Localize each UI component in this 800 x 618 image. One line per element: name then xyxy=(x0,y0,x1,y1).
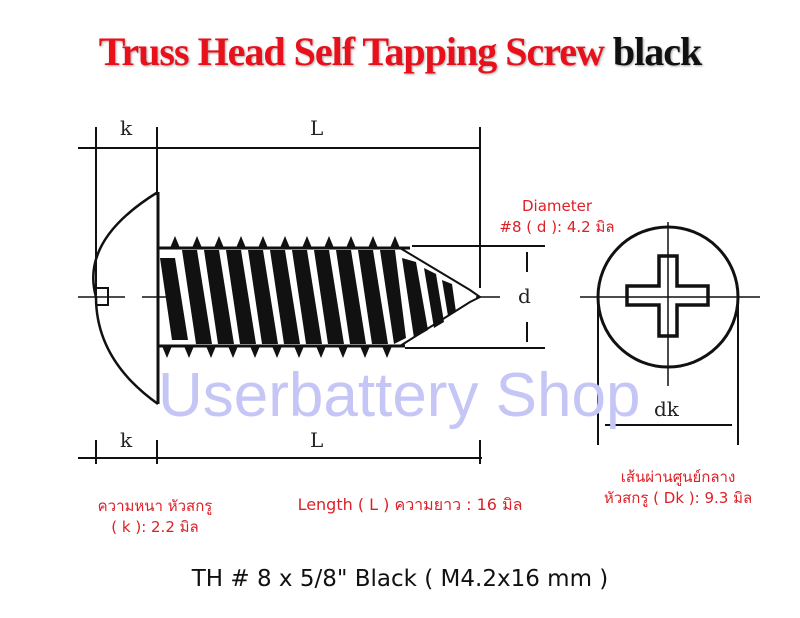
length-annotation: Length ( L ) ความยาว : 16 มิล xyxy=(297,495,523,514)
dim-label-l-bottom: L xyxy=(310,428,324,452)
head-thickness-annotation: ความหนา หัวสกรู ( k ): 2.2 มิล xyxy=(97,497,213,536)
dim-label-dk: dk xyxy=(654,397,679,421)
phillips-cross xyxy=(625,254,710,338)
page-title: Truss Head Self Tapping Screw black xyxy=(0,28,800,75)
product-spec: TH # 8 x 5/8" Black ( M4.2x16 mm ) xyxy=(191,566,609,592)
title-suffix: black xyxy=(612,29,702,74)
screw-threads xyxy=(160,236,456,358)
dim-label-k-top: k xyxy=(120,116,133,140)
screw-head-dome xyxy=(92,190,159,406)
head-diameter-annotation: เส้นผ่านศูนย์กลาง หัวสกรู ( Dk ): 9.3 มิ… xyxy=(603,468,753,507)
diameter-annotation: Diameter #8 ( d ): 4.2 มิล xyxy=(499,197,615,236)
watermark: Userbattery Shop xyxy=(158,361,641,430)
dim-label-k-bottom: k xyxy=(120,428,133,452)
dim-label-l-top: L xyxy=(310,116,324,140)
title-main: Truss Head Self Tapping Screw xyxy=(98,29,605,74)
dim-label-d: d xyxy=(518,284,531,308)
